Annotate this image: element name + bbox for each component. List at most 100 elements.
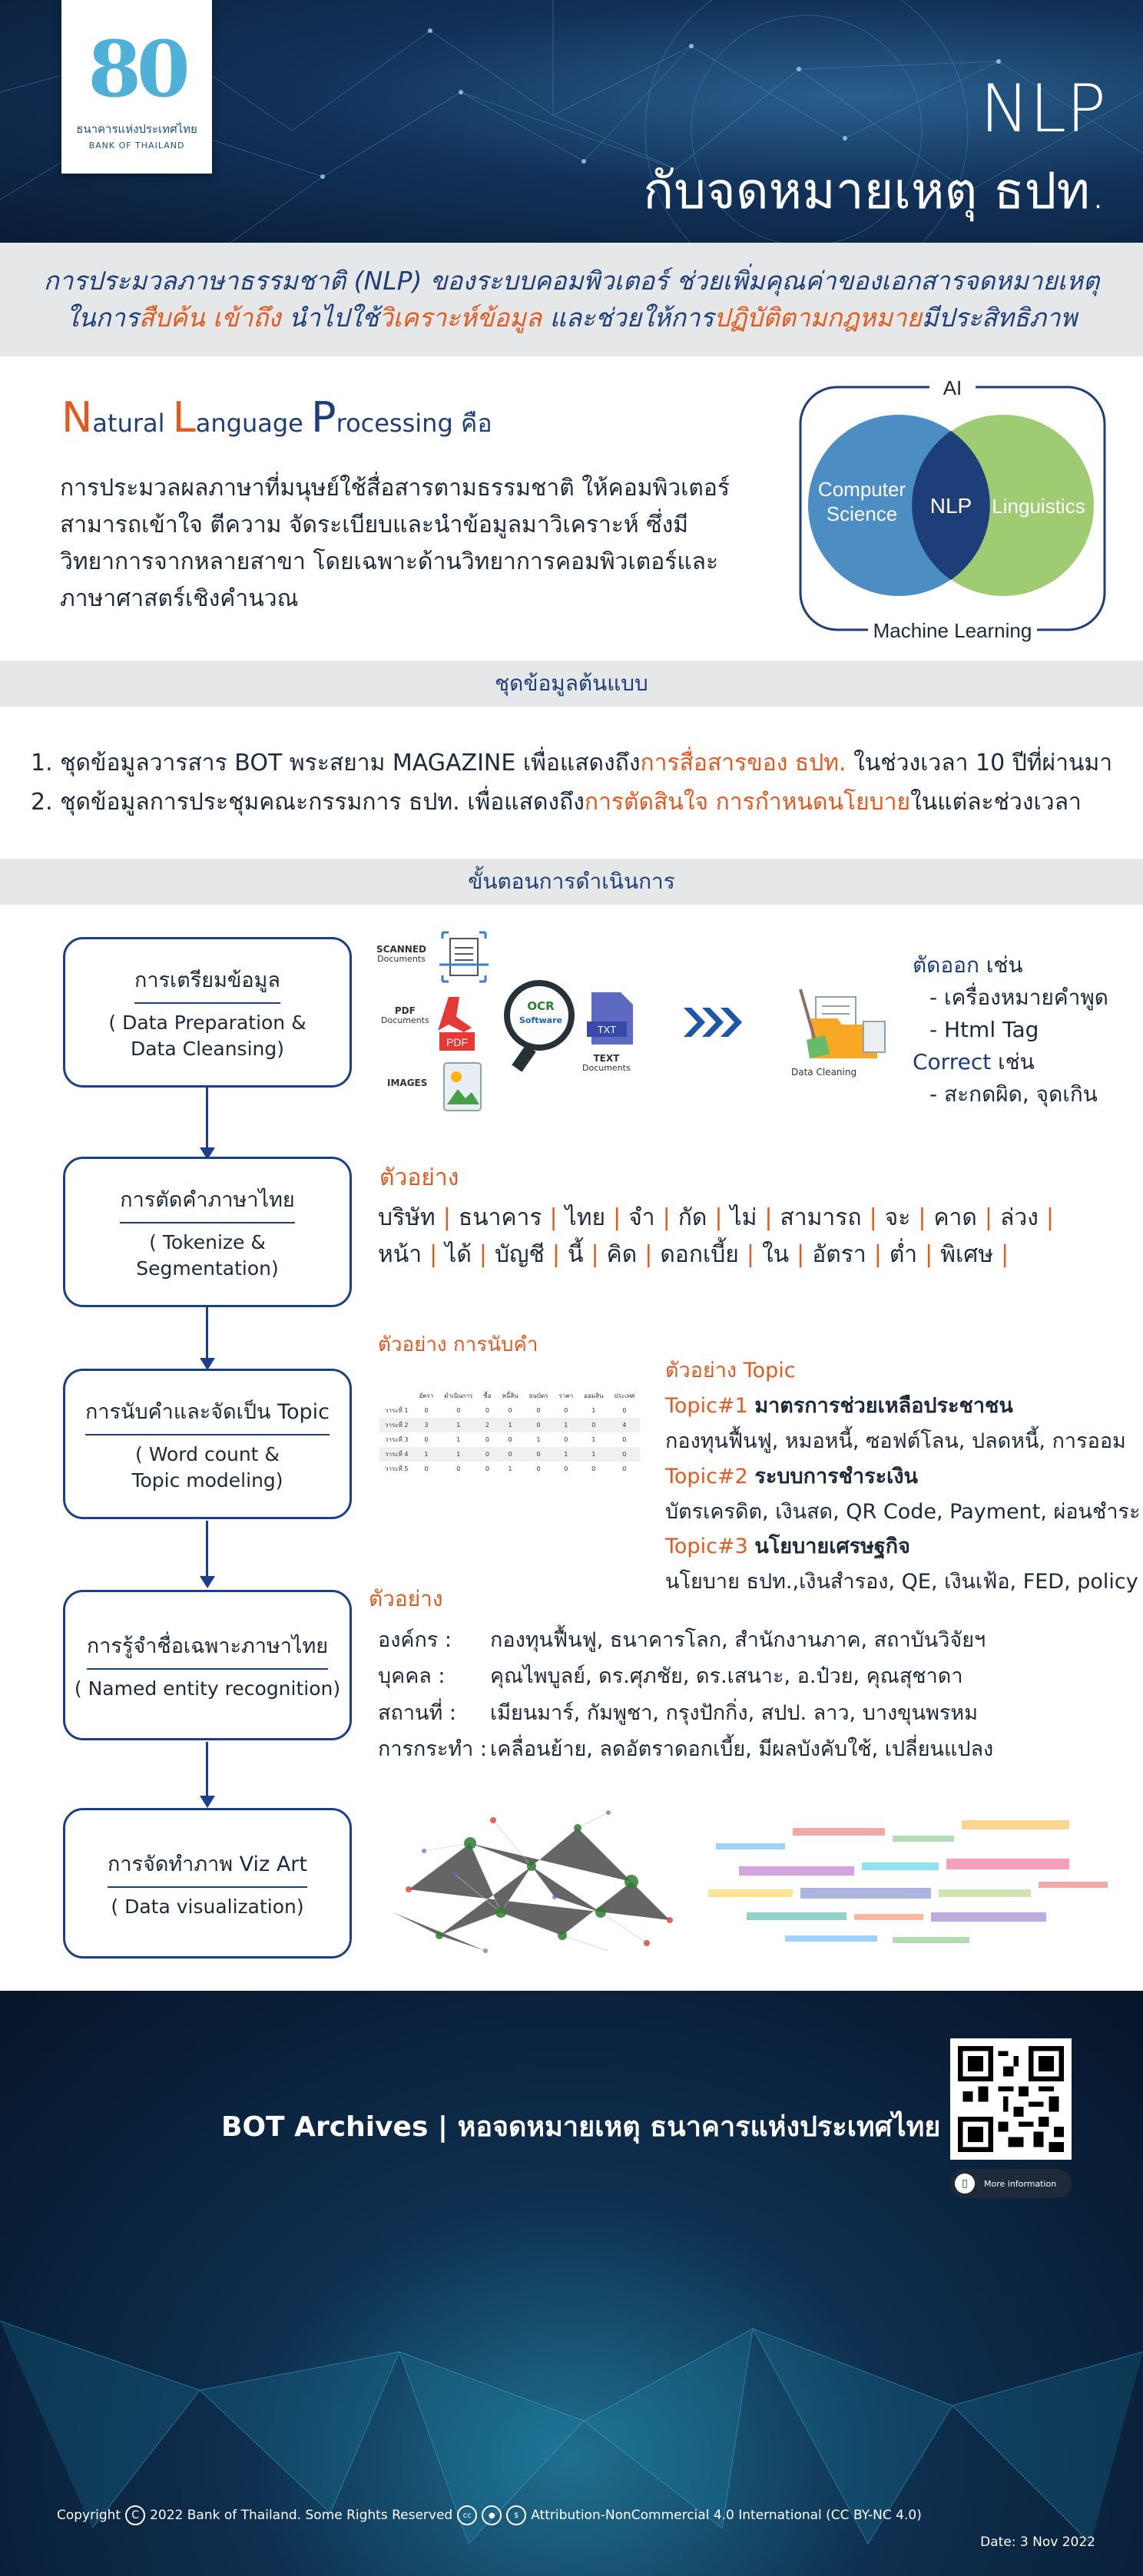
table-cell: 1 — [439, 1418, 479, 1432]
network-graph-viz — [393, 1810, 673, 1953]
topic-examples: ตัวอย่าง Topic Topic#1 มาตรการช่วยเหลือป… — [665, 1353, 1140, 1600]
table-cell: วาระที่ 2 — [379, 1418, 414, 1432]
table-cell: 0 — [496, 1447, 524, 1462]
ner-category: บุคคล : — [378, 1664, 446, 1689]
images-label: IMAGES — [387, 1078, 428, 1088]
token: ได้ — [445, 1241, 472, 1268]
step-subtitle: ( Named entity recognition) — [74, 1677, 341, 1700]
flow-connector — [206, 1521, 208, 1576]
ner-entities: เคลื่อนย้าย, ลดอัตราดอกเบี้ย, มีผลบังคับ… — [490, 1737, 994, 1761]
qr-code[interactable] — [950, 2038, 1072, 2160]
table-cell: 4 — [608, 1418, 641, 1432]
step-subtitle: ( Word count & Topic modeling) — [131, 1442, 283, 1492]
venn-label-ai: AI — [943, 376, 962, 399]
header-banner: 80 ธนาคารแห่งประเทศไทย BANK OF THAILAND … — [0, 0, 1143, 243]
more-information-label: More information — [984, 2178, 1057, 2189]
token-separator: | — [552, 1241, 561, 1268]
table-cell: 1 — [591, 1436, 596, 1443]
triple-chevron-icon — [684, 1008, 742, 1037]
token: กัด — [678, 1204, 707, 1231]
ner-category: สถานที่ : — [378, 1700, 456, 1725]
table-cell: 0 — [536, 1465, 541, 1472]
token: ต่ำ — [889, 1241, 918, 1268]
word-cloud-viz — [708, 1820, 1108, 1943]
svg-text:TXT: TXT — [598, 1024, 617, 1035]
table-cell: 0 — [622, 1436, 627, 1443]
table-cell: 1 — [456, 1436, 461, 1443]
flow-connector — [206, 1307, 208, 1358]
table-cell: 0 — [523, 1418, 554, 1432]
topic-words: บัตรเครดิต, เงินสด, QR Code, Payment, ผ่… — [665, 1499, 1141, 1524]
token-separator: | — [549, 1204, 558, 1231]
table-cell: 2 — [478, 1418, 497, 1432]
txt-document-icon: TXT — [587, 992, 633, 1045]
tokenize-example-heading: ตัวอย่าง — [379, 1164, 459, 1191]
svg-text:PDF: PDF — [446, 1036, 468, 1048]
column-header: ประเทศ — [614, 1392, 635, 1399]
page-subtitle: กับจดหมายเหตุ ธปท. — [643, 161, 1106, 220]
token-separator: | — [442, 1204, 451, 1231]
venn-intersection — [912, 431, 990, 580]
table-cell: 0 — [508, 1436, 512, 1443]
token: คาด — [933, 1204, 977, 1231]
page-title: NLP — [979, 71, 1106, 147]
token: หน้า — [378, 1241, 422, 1268]
more-information-button[interactable]: ▯ More information — [950, 2169, 1072, 2198]
table-cell: 0 — [424, 1436, 429, 1443]
token: นี้ — [568, 1241, 584, 1268]
venn-label-linguistics: Linguistics — [992, 495, 1085, 518]
token-separator: | — [662, 1204, 671, 1231]
cut-item: - เครื่องหมายคำพูด — [929, 985, 1108, 1010]
image-file-icon — [443, 1062, 482, 1111]
topic-heading: ตัวอย่าง Topic — [665, 1359, 796, 1382]
step-tokenize: การตัดคำภาษาไทย ( Tokenize & Segmentatio… — [63, 1157, 352, 1307]
token: บัญชี — [494, 1241, 545, 1268]
table-cell: 0 — [564, 1465, 568, 1472]
step-title: การตัดคำภาษาไทย — [120, 1183, 295, 1223]
token: อัตรา — [812, 1241, 866, 1268]
nlp-heading: Natural Language Processing คือ — [61, 393, 492, 442]
token: ล่วง — [1000, 1204, 1039, 1231]
token-separator: | — [797, 1241, 805, 1268]
footer-network-background — [0, 2320, 1143, 2545]
table-cell: วาระที่ 5 — [385, 1465, 409, 1472]
flow-arrow-icon — [200, 1576, 215, 1588]
step-data-preparation: การเตรียมข้อมูล ( Data Preparation & Dat… — [63, 937, 352, 1088]
pdf-icon: PDF — [438, 997, 475, 1051]
cut-label: ตัดออก — [913, 952, 979, 978]
logo-80-mark: 80 — [88, 24, 190, 114]
phone-icon: ▯ — [955, 2174, 975, 2194]
intro-band: การประมวลภาษาธรรมชาติ (NLP) ของระบบคอมพิ… — [0, 243, 1143, 356]
correct-item: - สะกดผิด, จุดเกิน — [929, 1081, 1098, 1107]
table-cell: วาระที่ 1 — [385, 1407, 409, 1414]
table-cell: 1 — [536, 1436, 541, 1443]
table-cell: 1 — [413, 1447, 439, 1462]
topic-words: กองทุนฟื้นฟู, หมอหนี้, ซอฟต์โลน, ปลดหนี้… — [665, 1429, 1126, 1453]
step-ner: การรู้จำชื่อเฉพาะภาษาไทย ( Named entity … — [63, 1590, 352, 1740]
license-link[interactable]: Attribution-NonCommercial 4.0 Internatio… — [531, 2508, 922, 2523]
token-separator: | — [925, 1241, 933, 1268]
token: ดอกเบี้ย — [660, 1241, 739, 1268]
word-count-heading: ตัวอย่าง การนับคำ — [378, 1333, 538, 1356]
step-title: การจัดทำภาพ Viz Art — [108, 1847, 307, 1888]
column-header: ออมสิน — [584, 1392, 604, 1399]
ner-row: การกระทำ :เคลื่อนย้าย, ลดอัตราดอกเบี้ย, … — [378, 1731, 993, 1767]
ner-entities: คุณไพบูลย์, ดร.ศุภชัย, ดร.เสนาะ, อ.ป๋วย,… — [490, 1664, 963, 1689]
copyright-icon: C — [125, 2505, 146, 2525]
ner-row: สถานที่ :เมียนมาร์, กัมพูชา, กรุงปักกิ่ง… — [378, 1695, 993, 1731]
venn-label-cs-1: Computer — [818, 478, 906, 501]
ner-example-heading: ตัวอย่าง — [369, 1586, 443, 1611]
ner-category: การกระทำ : — [378, 1737, 488, 1761]
table-cell: 0 — [508, 1407, 512, 1414]
table-cell: 0 — [622, 1465, 627, 1472]
table-cell: 0 — [523, 1447, 554, 1462]
token: พิเศษ — [940, 1241, 994, 1268]
table-cell: 0 — [424, 1407, 429, 1414]
table-cell: 0 — [608, 1447, 641, 1462]
logo-english-name: BANK OF THAILAND — [88, 141, 185, 151]
token: ไม่ — [730, 1204, 757, 1231]
token: สามารถ — [780, 1204, 862, 1231]
